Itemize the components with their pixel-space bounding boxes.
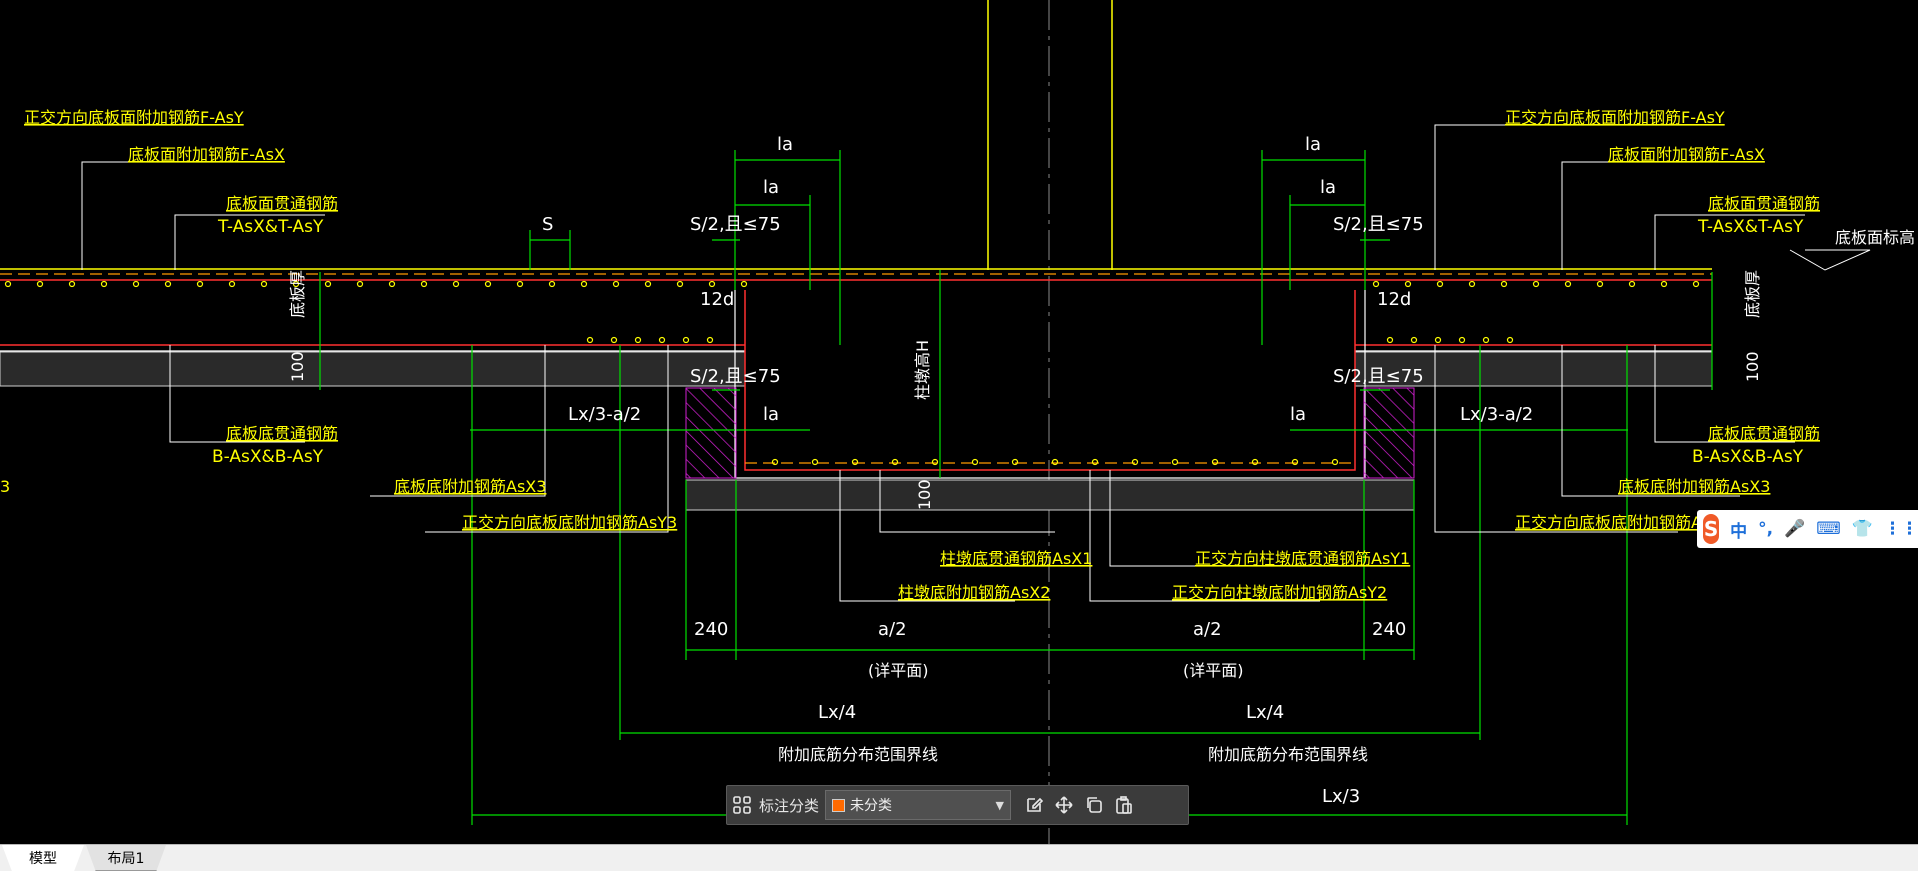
label-left-top-add: 底板面附加钢筋F-AsX	[128, 145, 285, 164]
dim-s2-right-bot: S/2,且≤75	[1333, 366, 1424, 387]
move-icon[interactable]	[1049, 790, 1079, 820]
dim-240-left: 240	[694, 619, 728, 640]
leader-lines	[81, 124, 1871, 602]
dim-la-left-1: la	[777, 134, 793, 155]
dim-la-right-3: la	[1290, 404, 1306, 425]
label-left-bot-through: 底板底贯通钢筋	[226, 424, 338, 443]
dim-240-right: 240	[1372, 619, 1406, 640]
label-left-top-through: 底板面贯通钢筋	[226, 194, 338, 213]
annotation-category-select[interactable]: 未分类 ▼	[825, 790, 1012, 820]
label-right-top-add: 底板面附加钢筋F-AsX	[1608, 145, 1765, 164]
label-left-bot-through-code: B-AsX&B-AsY	[212, 447, 324, 467]
label-left-bot-add: 底板底附加钢筋AsX3	[394, 477, 546, 496]
edit-icon[interactable]	[1019, 790, 1049, 820]
label-left-top-through-code: T-AsX&T-AsY	[217, 217, 324, 237]
ime-logo-icon[interactable]: S	[1703, 514, 1720, 544]
label-right-orth-top-add: 正交方向底板面附加钢筋F-AsY	[1505, 108, 1725, 127]
dim-100-pier: 100	[915, 479, 934, 510]
dim-s: S	[542, 214, 553, 235]
rebar-dots	[4, 280, 1700, 466]
haunch-left-hatch	[685, 387, 737, 479]
category-selected-value: 未分类	[850, 798, 893, 814]
ime-mic-icon[interactable]: 🎤	[1784, 519, 1806, 539]
cushion-layer-pier	[685, 479, 1415, 511]
label-right-top-through-code: T-AsX&T-AsY	[1697, 217, 1804, 237]
annotation-category-label: 标注分类	[759, 796, 820, 815]
label-left-edge-fragment: 3	[0, 477, 10, 496]
dim-a2-left: a/2	[878, 619, 907, 640]
grid-layout-icon[interactable]	[727, 790, 757, 820]
dim-la-right-1: la	[1305, 134, 1321, 155]
label-orth-pier-bot-through-y1: 正交方向柱墩底贯通钢筋AsY1	[1195, 549, 1410, 568]
cad-drawing-canvas[interactable]: 正交方向底板面附加钢筋F-AsY 底板面附加钢筋F-AsX 底板面贯通钢筋 T-…	[0, 0, 1918, 844]
label-left-orth-bot-add: 正交方向底板底附加钢筋AsY3	[462, 513, 677, 532]
label-left-orth-top-add: 正交方向底板面附加钢筋F-AsY	[24, 108, 244, 127]
label-right-bot-through-code: B-AsX&B-AsY	[1692, 447, 1804, 467]
dim-100-right: 100	[1743, 351, 1762, 382]
ime-lang-toggle[interactable]: 中	[1730, 521, 1748, 542]
dim-la-left-2: la	[763, 177, 779, 198]
label-right-top-through: 底板面贯通钢筋	[1708, 194, 1820, 213]
dim-pier-height: 柱墩高H	[913, 340, 932, 400]
dim-la-right-2: la	[1320, 177, 1336, 198]
ime-more-icon[interactable]: ⋮⋮	[1884, 519, 1918, 539]
note-dist-line-left: 附加底筋分布范围界线	[778, 745, 938, 764]
category-color-swatch	[832, 798, 846, 812]
cushion-layer-right	[1354, 351, 1713, 387]
note-plan-right: (详平面)	[1183, 661, 1244, 680]
dim-s2-left-top: S/2,且≤75	[690, 214, 781, 235]
tab-model[interactable]: 模型	[2, 845, 84, 871]
ime-punct-toggle[interactable]: °,	[1758, 519, 1774, 539]
dim-s2-left-bot: S/2,且≤75	[690, 366, 781, 387]
label-pier-bot-through-x1: 柱墩底贯通钢筋AsX1	[940, 549, 1092, 568]
ime-skin-icon[interactable]: 👕	[1851, 519, 1873, 539]
dim-slab-thk-right: 底板厚	[1743, 270, 1762, 318]
copy-icon[interactable]	[1079, 790, 1109, 820]
pier-rebar-outline	[744, 290, 1356, 471]
dim-lx3-a2-right: Lx/3-a/2	[1460, 404, 1533, 425]
dim-lx3-a2-left: Lx/3-a/2	[568, 404, 641, 425]
chevron-down-icon: ▼	[995, 798, 1005, 812]
dim-la-left-3: la	[763, 404, 779, 425]
cushion-layer-left	[0, 351, 746, 387]
dim-100-left: 100	[288, 351, 307, 382]
dim-12d-right: 12d	[1377, 289, 1411, 310]
tab-layout1[interactable]: 布局1	[86, 845, 166, 871]
dim-a2-right: a/2	[1193, 619, 1222, 640]
label-right-orth-bot-add: 正交方向底板底附加钢筋AsY3	[1515, 513, 1730, 532]
layout-tab-bar: 模型 布局1	[0, 844, 1918, 871]
haunch-right-hatch	[1363, 387, 1415, 479]
note-dist-line-right: 附加底筋分布范围界线	[1208, 745, 1368, 764]
ime-toolbar[interactable]: S 中 °, 🎤 ⌨ 👕 ⋮⋮	[1697, 510, 1918, 548]
dim-s2-right-top: S/2,且≤75	[1333, 214, 1424, 235]
note-plan-left: (详平面)	[868, 661, 929, 680]
dim-lx4-right: Lx/4	[1246, 702, 1284, 723]
dim-lx3: Lx/3	[1322, 786, 1360, 807]
label-right-bot-through: 底板底贯通钢筋	[1708, 424, 1820, 443]
label-orth-pier-bot-add-y2: 正交方向柱墩底附加钢筋AsY2	[1172, 583, 1387, 602]
dim-slab-thk-left: 底板厚	[288, 270, 307, 318]
label-right-bot-add: 底板底附加钢筋AsX3	[1618, 477, 1770, 496]
label-slab-top-elev: 底板面标高	[1835, 228, 1915, 247]
label-pier-bot-add-x2: 柱墩底附加钢筋AsX2	[898, 583, 1050, 602]
ime-keyboard-icon[interactable]: ⌨	[1816, 519, 1841, 539]
annotation-toolbar: 标注分类 未分类 ▼	[726, 785, 1189, 825]
paste-icon[interactable]	[1109, 790, 1139, 820]
dim-lx4-left: Lx/4	[818, 702, 856, 723]
dimension-lines	[319, 150, 1713, 825]
dim-12d-left: 12d	[700, 289, 734, 310]
pier-outline	[734, 290, 1366, 479]
